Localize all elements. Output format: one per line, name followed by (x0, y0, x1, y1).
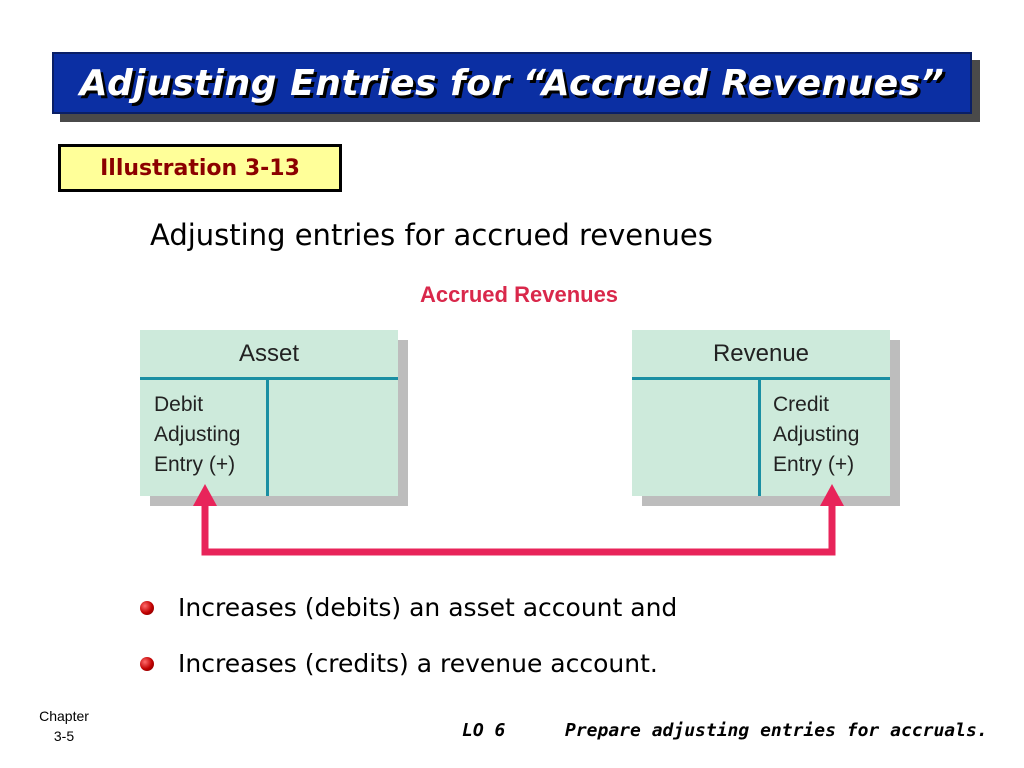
bullet-text-1: Increases (debits) an asset account and (178, 593, 678, 622)
arrow-head-left (193, 484, 217, 506)
arrow-line (201, 500, 836, 556)
slide-subtitle: Adjusting entries for accrued revenues (150, 218, 713, 252)
bullet-item-1: Increases (debits) an asset account and (140, 593, 677, 622)
bullet-icon (140, 656, 154, 671)
asset-account-title: Asset (140, 330, 398, 380)
chapter-label-line-1: Chapter (39, 708, 89, 724)
revenue-account-title: Revenue (632, 330, 890, 380)
chapter-number: 3-5 (53, 728, 75, 744)
arrow-head-right (820, 484, 844, 506)
revenue-credit-entry: Credit Adjusting Entry (+) (773, 390, 859, 480)
revenue-entry-line-1: Credit (773, 393, 830, 416)
revenue-entry-line-2: Adjusting (773, 423, 860, 446)
illustration-label-box: Illustration 3-13 (58, 144, 342, 192)
revenue-entry-line-3: Entry (+) (773, 453, 855, 476)
title-banner: Adjusting Entries for “Accrued Revenues” (52, 52, 972, 114)
illustration-label: Illustration 3-13 (100, 155, 300, 181)
asset-debit-entry: Debit Adjusting Entry (+) (154, 390, 240, 480)
asset-entry-line-3: Entry (+) (154, 453, 236, 476)
revenue-account-divider (758, 380, 761, 496)
learning-objective-text: Prepare adjusting entries for accruals. (565, 720, 988, 741)
asset-account-divider (266, 380, 269, 496)
asset-entry-line-2: Adjusting (154, 423, 241, 446)
asset-entry-line-1: Debit (154, 393, 204, 416)
chapter-label: Chapter 3-5 (24, 706, 104, 746)
asset-t-account: Asset Debit Adjusting Entry (+) (140, 330, 398, 496)
bullet-item-2: Increases (credits) a revenue account. (140, 649, 658, 678)
bullet-text-2: Increases (credits) a revenue account. (178, 649, 658, 678)
revenue-t-account: Revenue Credit Adjusting Entry (+) (632, 330, 890, 496)
learning-objective-number: LO 6 (462, 720, 506, 741)
diagram-heading: Accrued Revenues (419, 282, 619, 307)
bullet-icon (140, 600, 154, 615)
slide-title: Adjusting Entries for “Accrued Revenues” (79, 62, 945, 104)
